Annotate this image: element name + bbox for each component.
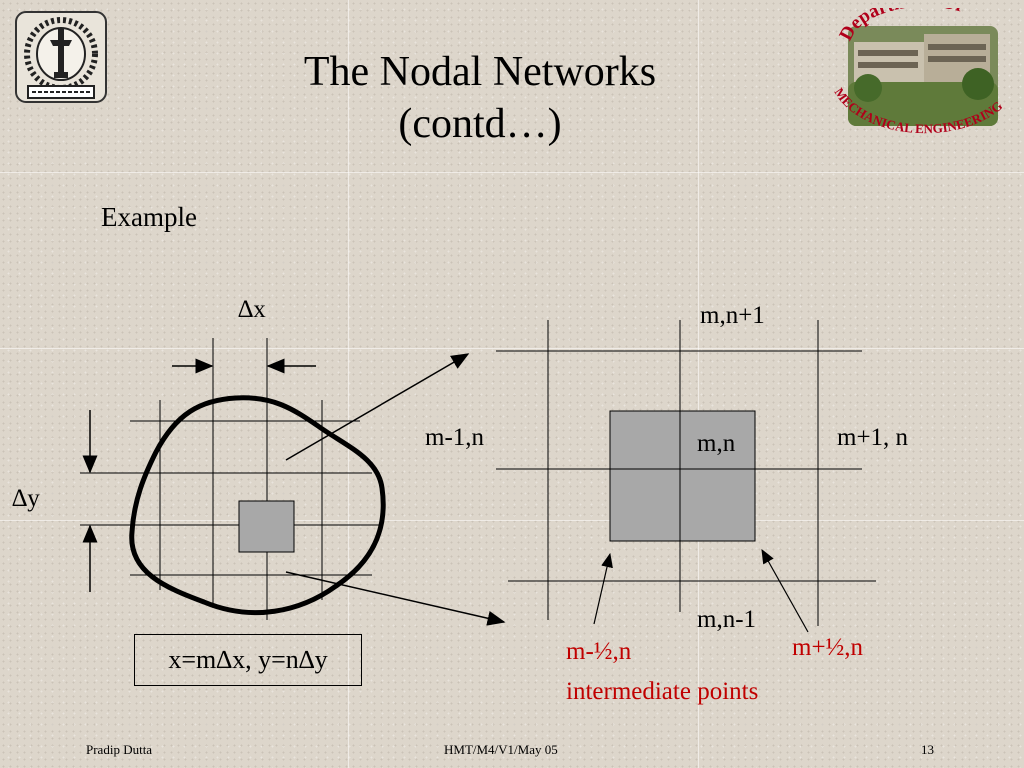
half-left-label: m-½,n (566, 638, 632, 665)
node-center-label: m,n (697, 430, 736, 457)
node-bottom-label: m,n-1 (697, 606, 757, 633)
region-grid (80, 338, 380, 620)
dy-label: ∆y (12, 485, 40, 512)
title-line-1: The Nodal Networks (303, 49, 657, 95)
example-label: Example (101, 202, 197, 232)
control-volume-cell (609, 410, 756, 542)
half-right-pointer (761, 548, 809, 633)
region-boundary (129, 395, 386, 616)
footer-author: Pradip Dutta (86, 742, 153, 757)
zoom-arrow-top (285, 353, 470, 461)
node-left-label: m-1,n (425, 424, 485, 451)
zoom-arrow-bottom (285, 571, 506, 626)
title-line-2: (contd…) (398, 101, 562, 147)
formula-box: x=m∆x, y=n∆y (134, 634, 362, 686)
half-right-label: m+½,n (792, 634, 864, 661)
dx-label: ∆x (238, 296, 266, 323)
institute-logo (15, 11, 107, 103)
node-right-label: m+1, n (837, 424, 909, 451)
small-shaded-cell (238, 500, 295, 553)
intermediate-points-label: intermediate points (566, 678, 759, 705)
slide-title: The Nodal Networks (contd…) (220, 46, 740, 150)
department-logo: Department Of MECHANICAL ENGINEERING (832, 8, 1006, 136)
half-left-pointer (593, 552, 613, 625)
page-number: 13 (921, 742, 934, 757)
node-top-label: m,n+1 (700, 302, 765, 329)
footer-code: HMT/M4/V1/May 05 (444, 742, 558, 757)
